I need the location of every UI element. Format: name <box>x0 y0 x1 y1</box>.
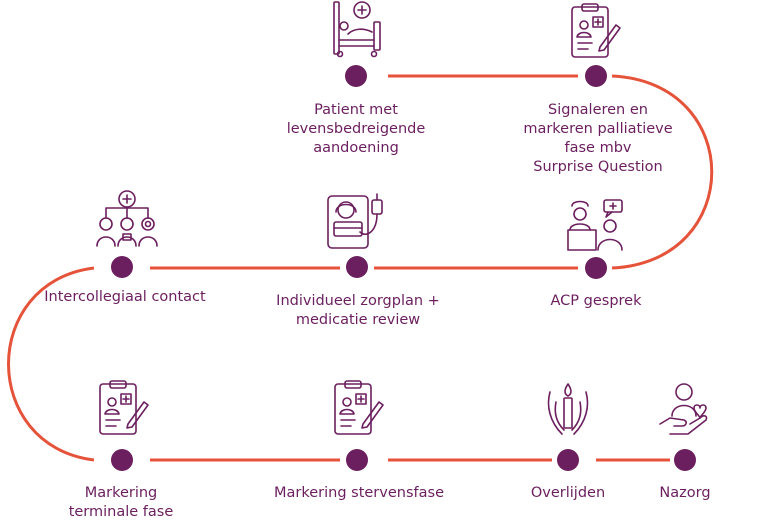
candle-hands-icon <box>547 383 589 435</box>
step-label-intercollegiaal: Intercollegiaal contact <box>44 289 206 305</box>
step-label-patient: Patient met levensbedreigende aandoening <box>286 102 426 156</box>
hospital-bed-icon <box>333 1 381 58</box>
clipboard-pen-icon <box>571 3 621 58</box>
step-label-nazorg: Nazorg <box>659 485 711 501</box>
step-node-overlijden <box>557 449 579 471</box>
consultation-icon <box>567 199 623 251</box>
step-label-signaleren: Signaleren en markeren palliatieve fase … <box>523 102 673 175</box>
caring-hand-icon <box>659 383 708 435</box>
step-label-overlijden: Overlijden <box>530 485 606 501</box>
step-label-stervensfase: Markering stervensfase <box>274 485 444 501</box>
step-node-zorgplan <box>346 256 368 278</box>
step-node-acp <box>585 257 607 279</box>
step-node-nazorg <box>674 449 696 471</box>
step-node-terminale <box>111 449 133 471</box>
step-node-intercollegiaal <box>111 256 133 278</box>
pathway-line <box>7 74 714 462</box>
care-team-icon <box>96 190 158 247</box>
clipboard-pen-icon <box>99 380 149 435</box>
clipboard-pen-icon <box>334 380 384 435</box>
step-label-terminale: Markering terminale fase <box>68 485 174 520</box>
step-node-patient <box>345 65 367 87</box>
step-label-zorgplan: Individueel zorgplan + medicatie review <box>276 293 440 328</box>
step-label-acp: ACP gesprek <box>550 293 642 309</box>
step-node-signaleren <box>585 65 607 87</box>
patient-in-bed-infusion-icon <box>327 193 383 249</box>
step-node-stervensfase <box>346 449 368 471</box>
